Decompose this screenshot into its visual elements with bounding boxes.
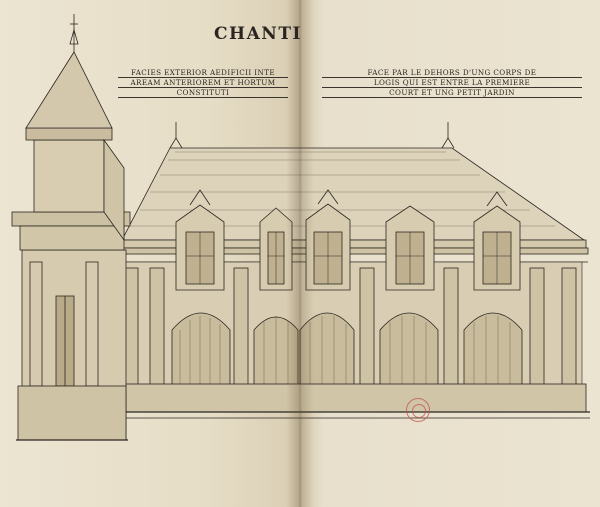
book-gutter (286, 0, 314, 507)
library-stamp-icon (406, 398, 430, 422)
caption-latin-line: AREAM ANTERIOREM ET HORTUM (118, 78, 288, 88)
caption-french: FACE PAR LE DEHORS D'UNG CORPS DE LOGIS … (322, 68, 582, 98)
caption-french-line: FACE PAR LE DEHORS D'UNG CORPS DE (322, 68, 582, 78)
caption-latin-line: CONSTITUTI (118, 88, 288, 98)
plate-title: CHANTI (214, 24, 302, 44)
caption-latin-line: FACIES EXTERIOR AEDIFICII INTE (118, 68, 288, 78)
caption-french-line: COURT ET UNG PETIT JARDIN (322, 88, 582, 98)
caption-french-line: LOGIS QUI EST ENTRE LA PREMIERE (322, 78, 582, 88)
caption-latin: FACIES EXTERIOR AEDIFICII INTE AREAM ANT… (118, 68, 288, 98)
